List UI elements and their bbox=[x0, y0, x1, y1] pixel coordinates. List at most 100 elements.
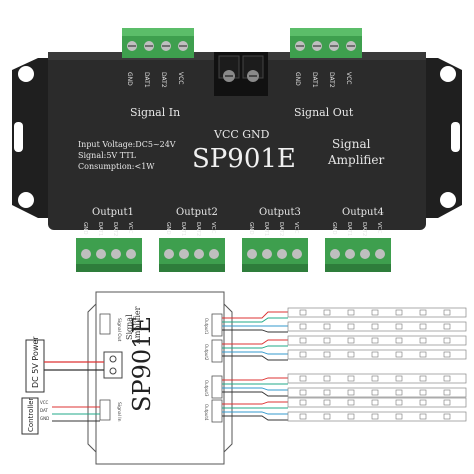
led-chip bbox=[371, 337, 379, 344]
led-chip bbox=[443, 337, 451, 344]
pin-label: VCC bbox=[345, 72, 352, 84]
led-chip bbox=[395, 351, 403, 358]
power-supply-box bbox=[25, 339, 45, 393]
svg-text:GND: GND bbox=[165, 222, 171, 235]
output-label: Output2 bbox=[176, 207, 218, 218]
led-chip bbox=[347, 399, 355, 406]
led-chip bbox=[299, 375, 307, 382]
output-pin-labels: GND DAT1 DAT2 VCC GND DAT1 DAT2 VCC GND … bbox=[82, 222, 382, 236]
spec-consumption: Consumption:<1W bbox=[78, 162, 155, 171]
led-chip bbox=[347, 337, 355, 344]
pin-label: DAT2 bbox=[160, 72, 167, 88]
spec-signal: Signal:5V TTL bbox=[78, 151, 137, 160]
led-chip bbox=[419, 375, 427, 382]
led-chip bbox=[323, 351, 331, 358]
mount-hole-bl bbox=[18, 192, 34, 208]
pin-label: GND bbox=[126, 72, 133, 86]
pin-label: DAT1 bbox=[143, 72, 150, 88]
mount-slot-right bbox=[451, 122, 460, 152]
pin-label: DAT2 bbox=[328, 72, 335, 88]
led-chip bbox=[419, 399, 427, 406]
led-chip bbox=[347, 309, 355, 316]
led-chip bbox=[347, 413, 355, 420]
led-strips bbox=[287, 307, 467, 422]
diagram-type-line-1: Signal bbox=[125, 314, 134, 340]
pin-label: GND bbox=[294, 72, 301, 86]
led-chip bbox=[323, 413, 331, 420]
svg-text:Output1: Output1 bbox=[204, 318, 209, 335]
led-chip bbox=[395, 413, 403, 420]
led-chip bbox=[371, 309, 379, 316]
model-name: SP901E bbox=[192, 144, 296, 174]
terminal-block-output2 bbox=[159, 238, 225, 272]
led-chip bbox=[395, 323, 403, 330]
svg-text:Output3: Output3 bbox=[204, 380, 209, 397]
svg-text:GND: GND bbox=[248, 222, 254, 235]
led-chip bbox=[443, 351, 451, 358]
svg-text:Output4: Output4 bbox=[204, 404, 209, 421]
terminal-block-signal-in bbox=[122, 28, 194, 58]
wiring-diagram: SP901E Signal Amplifier Signal Out Signa… bbox=[21, 291, 467, 465]
controller-label: Controller bbox=[27, 397, 35, 432]
svg-text:DAT2: DAT2 bbox=[361, 222, 367, 236]
led-chip bbox=[347, 323, 355, 330]
power-terminal bbox=[214, 52, 268, 96]
svg-text:VCC: VCC bbox=[40, 400, 49, 405]
svg-text:DAT1: DAT1 bbox=[97, 222, 103, 236]
led-chip bbox=[323, 375, 331, 382]
terminal-block-signal-out bbox=[290, 28, 362, 58]
led-chip bbox=[419, 323, 427, 330]
spec-voltage: Input Voltage:DC5~24V bbox=[78, 140, 176, 149]
pin-label: VCC bbox=[177, 72, 184, 84]
svg-text:VCC: VCC bbox=[210, 222, 216, 234]
led-chip bbox=[323, 399, 331, 406]
led-chip bbox=[371, 399, 379, 406]
diagram-power-terminal bbox=[103, 351, 123, 379]
power-supply-label: DC 5V Power bbox=[31, 336, 40, 388]
led-chip bbox=[299, 389, 307, 396]
svg-text:GND: GND bbox=[331, 222, 337, 235]
led-chip bbox=[299, 337, 307, 344]
led-chip bbox=[419, 337, 427, 344]
controller-box bbox=[21, 397, 39, 435]
led-chip bbox=[419, 309, 427, 316]
led-chip bbox=[371, 375, 379, 382]
led-chip bbox=[419, 389, 427, 396]
led-chip bbox=[443, 413, 451, 420]
svg-text:VCC: VCC bbox=[376, 222, 382, 234]
led-chip bbox=[419, 351, 427, 358]
svg-text:Output2: Output2 bbox=[204, 344, 209, 361]
spec-text: Input Voltage:DC5~24V Signal:5V TTL Cons… bbox=[78, 140, 176, 171]
led-chip bbox=[299, 309, 307, 316]
power-label: VCC GND bbox=[213, 128, 270, 141]
led-chip bbox=[443, 375, 451, 382]
type-line-2: Amplifier bbox=[327, 153, 385, 167]
led-chip bbox=[347, 375, 355, 382]
device-housing bbox=[48, 52, 426, 230]
diagram-signal-in: Signal In bbox=[116, 402, 122, 422]
svg-text:DAT2: DAT2 bbox=[278, 222, 284, 236]
led-chip bbox=[371, 389, 379, 396]
diagram-model: SP901E bbox=[128, 316, 156, 412]
led-chip bbox=[323, 337, 331, 344]
signal-out-label: Signal Out bbox=[294, 106, 354, 119]
svg-text:GND: GND bbox=[82, 222, 88, 235]
led-chip bbox=[323, 389, 331, 396]
led-chip bbox=[323, 323, 331, 330]
led-chip bbox=[395, 389, 403, 396]
terminal-block-output1 bbox=[76, 238, 142, 272]
svg-text:DAT2: DAT2 bbox=[195, 222, 201, 236]
diagram-output-labels: Output1 Output2 Output3 Output4 bbox=[204, 318, 209, 421]
led-chip bbox=[371, 413, 379, 420]
svg-text:DAT1: DAT1 bbox=[180, 222, 186, 236]
led-chip bbox=[395, 337, 403, 344]
led-chip bbox=[299, 413, 307, 420]
led-chip bbox=[395, 309, 403, 316]
diagram-type-line-2: Amplifier bbox=[133, 306, 142, 345]
pin-label: DAT1 bbox=[311, 72, 318, 88]
output-labels: Output1 Output2 Output3 Output4 bbox=[92, 207, 384, 218]
svg-text:DAT1: DAT1 bbox=[263, 222, 269, 236]
led-chip bbox=[443, 399, 451, 406]
led-chip bbox=[395, 375, 403, 382]
